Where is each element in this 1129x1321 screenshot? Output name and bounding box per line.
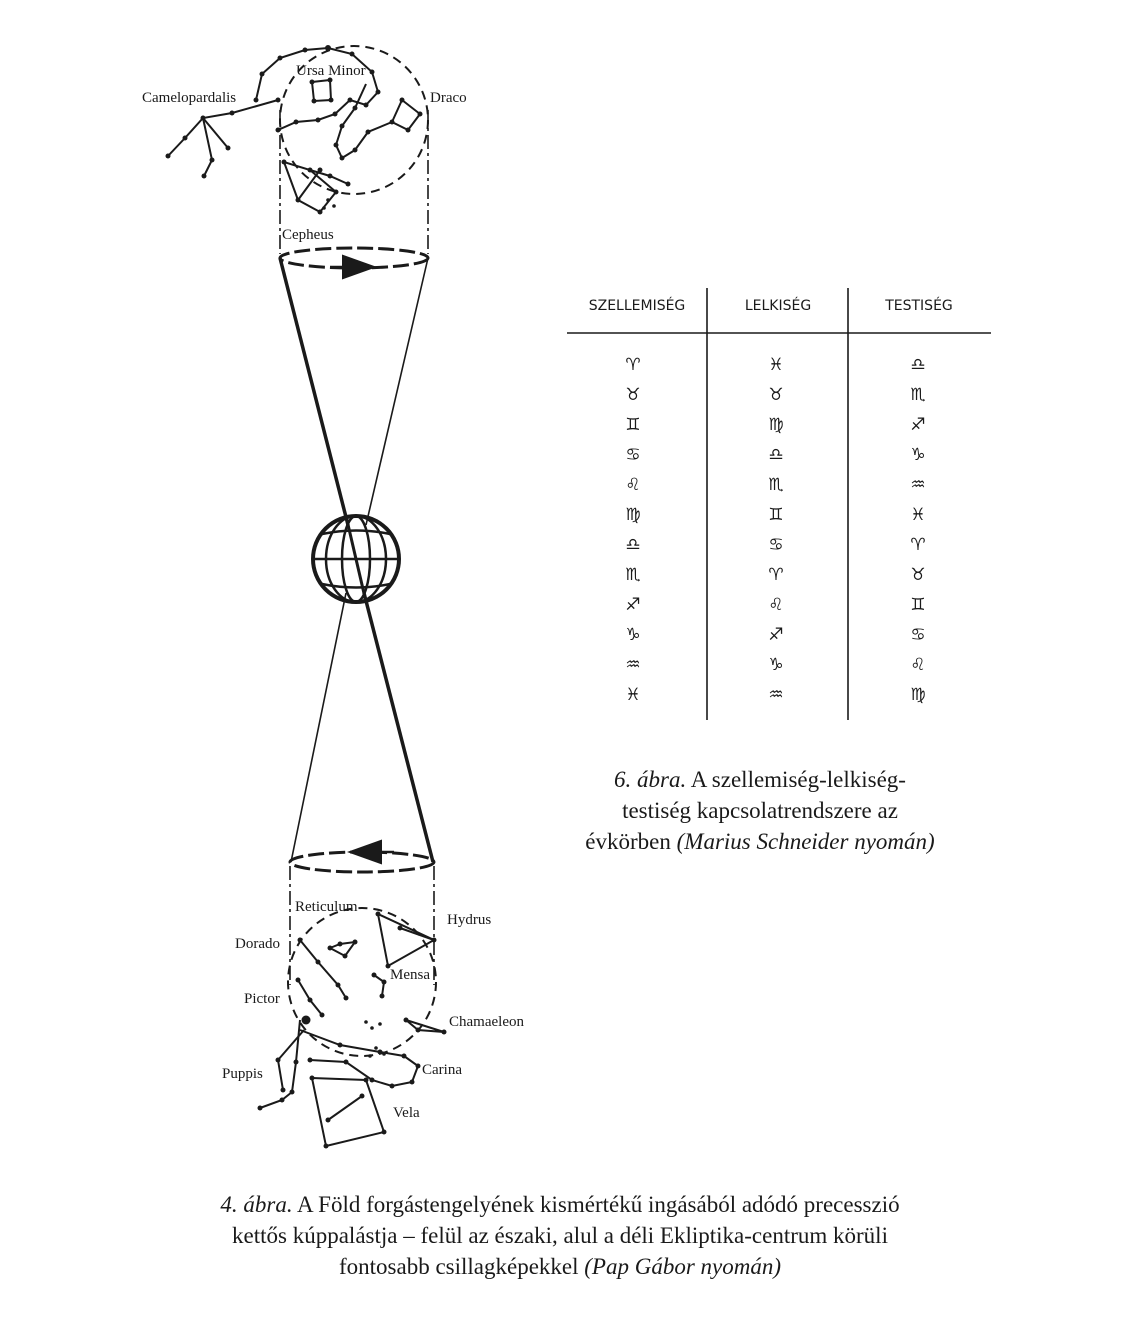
zodiac-sign-testiseg: ♐	[910, 415, 925, 435]
table-row: ♒ ♑ ♌	[625, 655, 925, 675]
label-mensa: Mensa	[390, 967, 430, 983]
figure-4-caption-line1: A Föld forgástengelyének kismértékű ingá…	[293, 1192, 900, 1217]
table-body: ♈ ♓ ♎ ♉ ♉ ♏ ♊ ♍ ♐ ♋ ♎ ♑ ♌ ♏ ♒ ♍ ♊ ♓ ♎ ♋ ♈ ♏ ♈ ♉ ♐ ♌ ♊ ♑ ♐ ♋ ♒ ♑ ♌ ♓ ♒ ♍	[625, 355, 925, 705]
figure-4-caption-line3: fontosabb csillagképekkel	[339, 1254, 584, 1279]
zodiac-sign-szellemiseg: ♌	[625, 475, 640, 495]
zodiac-sign-lelkiseg: ♊	[768, 505, 783, 525]
label-dorado: Dorado	[235, 936, 280, 952]
figure-6-caption-line1: A szellemiség-lelkiség-	[686, 767, 906, 792]
zodiac-table: SZELLEMISÉG LELKISÉG TESTISÉG ♈ ♓ ♎ ♉ ♉ ♏ ♊ ♍ ♐ ♋…	[567, 288, 991, 720]
zodiac-sign-lelkiseg: ♍	[768, 415, 783, 435]
zodiac-sign-lelkiseg: ♒	[768, 685, 783, 705]
label-carina: Carina	[422, 1062, 462, 1078]
north-rotation-ellipse	[280, 248, 428, 268]
label-cepheus: Cepheus	[282, 227, 334, 243]
zodiac-sign-testiseg: ♈	[910, 535, 925, 555]
zodiac-sign-testiseg: ♒	[910, 475, 925, 495]
zodiac-sign-szellemiseg: ♈	[625, 355, 640, 375]
header-testiseg: TESTISÉG	[884, 297, 953, 314]
label-draco: Draco	[430, 90, 467, 106]
label-reticulum: Reticulum	[295, 899, 358, 915]
table-row: ♐ ♌ ♊	[625, 595, 925, 615]
zodiac-sign-lelkiseg: ♐	[768, 625, 783, 645]
table-row: ♊ ♍ ♐	[625, 415, 925, 435]
zodiac-sign-lelkiseg: ♏	[768, 475, 783, 495]
label-hydrus: Hydrus	[447, 912, 491, 928]
earth-globe	[313, 516, 399, 602]
zodiac-sign-testiseg: ♌	[910, 655, 925, 675]
zodiac-sign-szellemiseg: ♏	[625, 565, 640, 585]
label-vela: Vela	[393, 1105, 420, 1121]
zodiac-sign-szellemiseg: ♋	[625, 445, 640, 465]
zodiac-sign-testiseg: ♓	[910, 505, 925, 525]
zodiac-sign-szellemiseg: ♉	[625, 385, 640, 405]
label-ursa-minor: Ursa Minor	[296, 63, 366, 79]
table-row: ♑ ♐ ♋	[625, 625, 925, 645]
table-row: ♉ ♉ ♏	[625, 385, 925, 405]
zodiac-sign-lelkiseg: ♑	[768, 655, 783, 675]
zodiac-sign-lelkiseg: ♉	[768, 385, 783, 405]
figure-4-caption: 4. ábra. A Föld forgástengelyének kismér…	[90, 1189, 1030, 1282]
zodiac-sign-testiseg: ♏	[910, 385, 925, 405]
zodiac-sign-testiseg: ♋	[910, 625, 925, 645]
table-row: ♓ ♒ ♍	[625, 685, 925, 705]
zodiac-sign-szellemiseg: ♓	[625, 685, 640, 705]
table-row: ♌ ♏ ♒	[625, 475, 925, 495]
zodiac-sign-lelkiseg: ♌	[768, 595, 783, 615]
header-lelkiseg: LELKISÉG	[745, 297, 811, 314]
zodiac-sign-szellemiseg: ♐	[625, 595, 640, 615]
zodiac-sign-testiseg: ♍	[910, 685, 925, 705]
table-row: ♏ ♈ ♉	[625, 565, 925, 585]
zodiac-sign-szellemiseg: ♊	[625, 415, 640, 435]
label-chamaeleon: Chamaeleon	[449, 1014, 524, 1030]
figure-4-caption-source: (Pap Gábor nyomán)	[584, 1254, 781, 1279]
zodiac-sign-szellemiseg: ♍	[625, 505, 640, 525]
figure-4-caption-line2: kettős kúppalástja – felül az északi, al…	[232, 1223, 888, 1248]
table-row: ♍ ♊ ♓	[625, 505, 925, 525]
constellation-cepheus-figure	[284, 162, 348, 212]
zodiac-sign-testiseg: ♊	[910, 595, 925, 615]
zodiac-sign-testiseg: ♎	[910, 355, 925, 375]
constellation-draco-figure	[336, 84, 420, 158]
label-pictor: Pictor	[244, 991, 280, 1007]
zodiac-sign-testiseg: ♉	[910, 565, 925, 585]
figure-6-caption-line3: évkörben	[585, 829, 676, 854]
zodiac-sign-lelkiseg: ♎	[768, 445, 783, 465]
figure-6-caption: 6. ábra. A szellemiség-lelkiség- testisé…	[540, 764, 980, 857]
zodiac-sign-lelkiseg: ♈	[768, 565, 783, 585]
zodiac-sign-szellemiseg: ♒	[625, 655, 640, 675]
zodiac-sign-lelkiseg: ♋	[768, 535, 783, 555]
table-row: ♋ ♎ ♑	[625, 445, 925, 465]
zodiac-sign-szellemiseg: ♎	[625, 535, 640, 555]
zodiac-sign-testiseg: ♑	[910, 445, 925, 465]
zodiac-sign-lelkiseg: ♓	[768, 355, 783, 375]
figure-6-caption-source: (Marius Schneider nyomán)	[677, 829, 935, 854]
zodiac-sign-szellemiseg: ♑	[625, 625, 640, 645]
label-camelopardalis: Camelopardalis	[142, 90, 236, 106]
table-row: ♎ ♋ ♈	[625, 535, 925, 555]
figure-6-caption-prefix: 6. ábra.	[614, 767, 686, 792]
figure-6-caption-line2: testiség kapcsolatrendszere az	[622, 798, 898, 823]
constellation-ursa-minor-figure	[256, 48, 378, 130]
figure-4-caption-prefix: 4. ábra.	[220, 1192, 292, 1217]
label-puppis: Puppis	[222, 1066, 263, 1082]
table-row: ♈ ♓ ♎	[625, 355, 925, 375]
header-szellemiseg: SZELLEMISÉG	[589, 297, 686, 314]
south-rotation-ellipse	[290, 852, 434, 872]
